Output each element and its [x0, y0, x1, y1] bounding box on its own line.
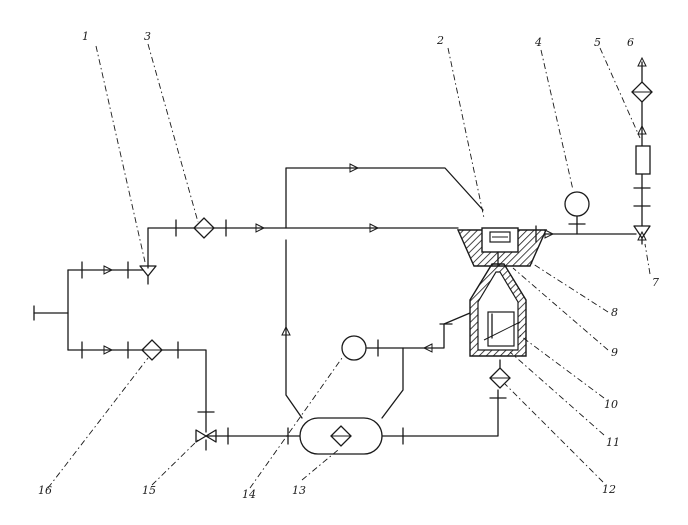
flow-arrows [103, 124, 647, 355]
label-1: 1 [82, 30, 89, 43]
label-7: 7 [652, 276, 659, 289]
gauge-4 [564, 191, 590, 225]
label-6: 6 [627, 36, 634, 49]
label-15: 15 [142, 484, 156, 497]
element-5 [635, 145, 651, 175]
label-13: 13 [292, 484, 306, 497]
callout-labels: 1 3 2 4 5 6 7 8 9 10 11 12 13 14 15 16 [38, 30, 659, 501]
filter-12 [489, 367, 511, 389]
filter-6 [631, 56, 653, 103]
label-16: 16 [38, 484, 52, 497]
label-3: 3 [144, 30, 151, 43]
label-8: 8 [611, 306, 618, 319]
valve-7 [633, 225, 651, 245]
label-5: 5 [594, 36, 601, 49]
valve-15 [195, 429, 217, 443]
piping [33, 61, 643, 451]
fittings [33, 187, 651, 445]
filter-16 [141, 339, 163, 361]
valve-1 [139, 265, 157, 285]
label-9: 9 [611, 346, 618, 359]
gauge-14 [341, 335, 367, 361]
label-10: 10 [604, 398, 618, 411]
receiver-13 [299, 417, 383, 455]
label-14: 14 [242, 488, 256, 501]
label-11: 11 [606, 436, 620, 449]
test-chamber [469, 251, 527, 357]
leader-lines [47, 43, 651, 489]
label-4: 4 [534, 36, 542, 49]
label-12: 12 [602, 483, 616, 496]
filter-3 [193, 217, 215, 239]
label-2: 2 [436, 34, 444, 47]
regulator-2 [456, 227, 548, 267]
